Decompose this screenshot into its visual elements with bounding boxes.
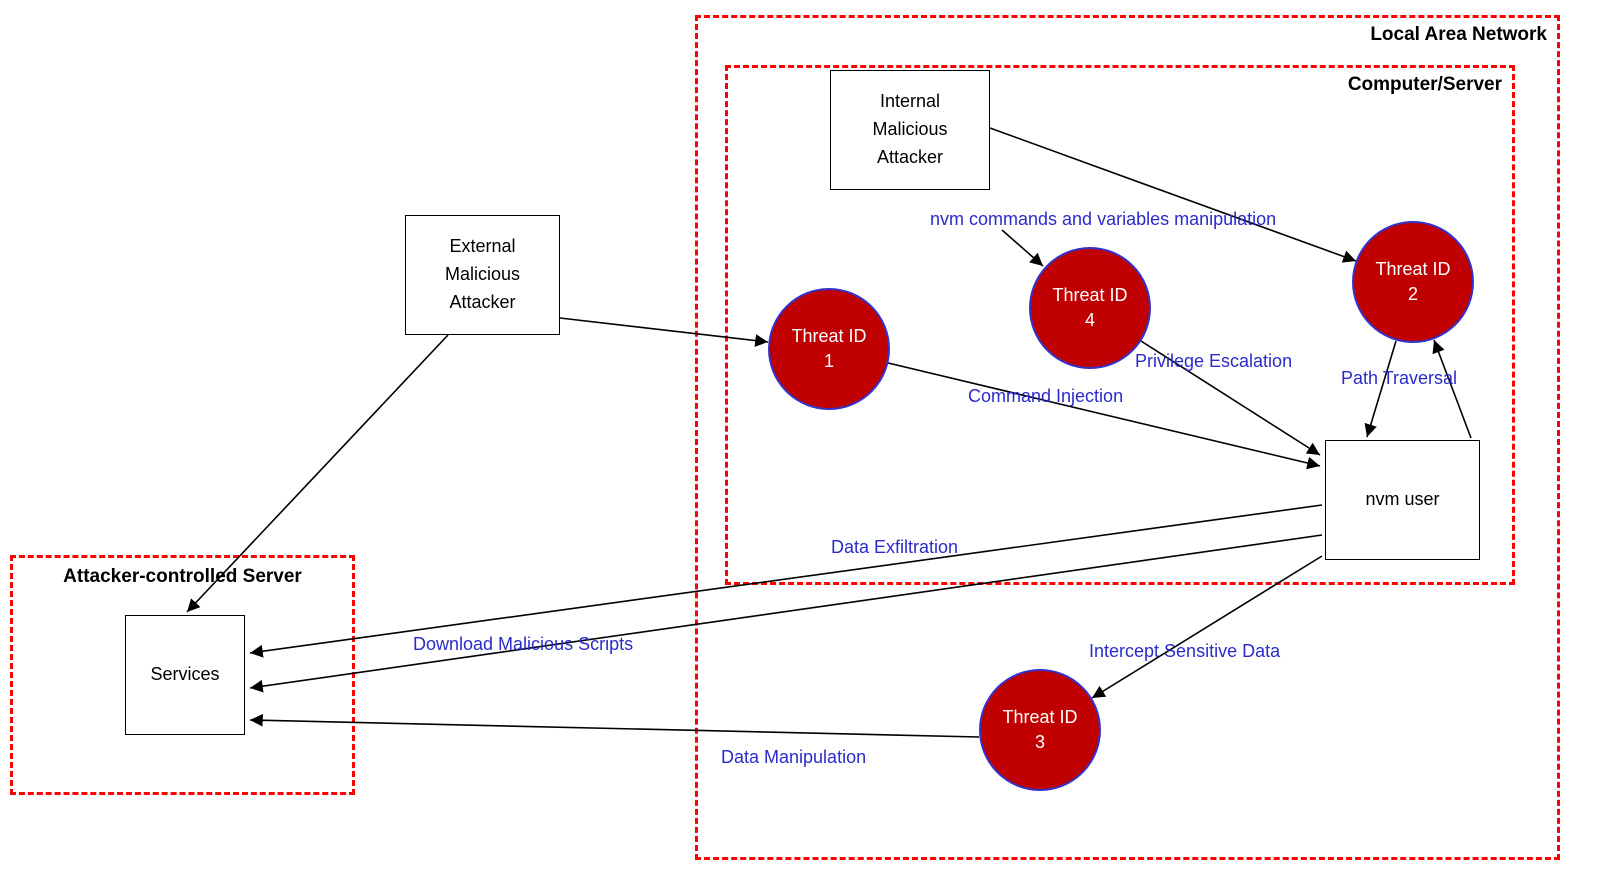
node-label-threat-id-1: Threat ID 1 — [791, 325, 867, 371]
boundary-label-attacker-controlled-server: Attacker-controlled Server — [63, 566, 302, 587]
node-label-nvm-user: nvm user — [1365, 489, 1440, 510]
edge-nvm-user-to-threat-3-intercept-sensitive-data — [1091, 555, 1323, 699]
edge-label-data-manipulation: Data Manipulation — [721, 747, 867, 767]
boundary-label-local-area-network: Local Area Network — [1370, 24, 1547, 45]
edge-label-download-malicious-scripts: Download Malicious Scripts — [413, 634, 634, 654]
node-label-threat-id-3: Threat ID 3 — [1002, 706, 1078, 752]
node-services: Services — [125, 615, 245, 735]
node-threat-id-3: Threat ID 3 — [979, 669, 1101, 791]
node-nvm-user: nvm user — [1325, 440, 1480, 560]
node-label-internal-malicious-attacker: Internal Malicious Attacker — [872, 91, 948, 167]
edge-label-command-injection: Command Injection — [968, 386, 1124, 406]
edge-threat-2-to-nvm-user-path-traversal — [1364, 340, 1397, 438]
edge-threat-3-to-services-data-manipulation — [249, 713, 980, 738]
node-internal-malicious-attacker: Internal Malicious Attacker — [830, 70, 990, 190]
edge-internal-attacker-to-threat-4 — [1001, 229, 1044, 267]
edge-nvm-user-to-services-download-malicious-scripts — [249, 534, 1323, 693]
edge-external-attacker-to-services — [186, 334, 449, 613]
node-threat-id-1: Threat ID 1 — [768, 288, 890, 410]
node-threat-id-4: Threat ID 4 — [1029, 247, 1151, 369]
edge-label-data-exfiltration: Data Exfiltration — [831, 537, 959, 557]
node-label-external-malicious-attacker: External Malicious Attacker — [444, 236, 521, 312]
edge-label-path-traversal: Path Traversal — [1341, 368, 1458, 388]
edge-internal-attacker-to-threat-2 — [989, 127, 1357, 263]
edge-threat-1-to-nvm-user-command-injection — [887, 362, 1321, 470]
node-threat-id-2: Threat ID 2 — [1352, 221, 1474, 343]
boundary-computer-server: Computer/Server — [725, 65, 1515, 585]
node-label-services: Services — [150, 664, 220, 685]
edge-nvm-user-to-threat-2-path-traversal — [1432, 339, 1472, 439]
edge-threat-4-to-nvm-user-privilege-escalation — [1140, 340, 1321, 456]
boundary-attacker-controlled-server: Attacker-controlled Server — [10, 555, 355, 795]
edge-label-nvm-commands-manipulation: nvm commands and variables manipulation — [930, 209, 1277, 229]
edge-label-intercept-sensitive-data: Intercept Sensitive Data — [1089, 641, 1281, 661]
node-label-threat-id-2: Threat ID 2 — [1375, 258, 1451, 304]
boundary-label-computer-server: Computer/Server — [1347, 74, 1502, 95]
edge-external-attacker-to-threat-1 — [559, 317, 769, 347]
edge-label-privilege-escalation: Privilege Escalation — [1135, 351, 1293, 371]
edge-nvm-user-to-services-data-exfiltration — [249, 504, 1323, 658]
node-label-threat-id-4: Threat ID 4 — [1052, 284, 1128, 330]
boundary-local-area-network: Local Area Network — [695, 15, 1560, 860]
node-external-malicious-attacker: External Malicious Attacker — [405, 215, 560, 335]
